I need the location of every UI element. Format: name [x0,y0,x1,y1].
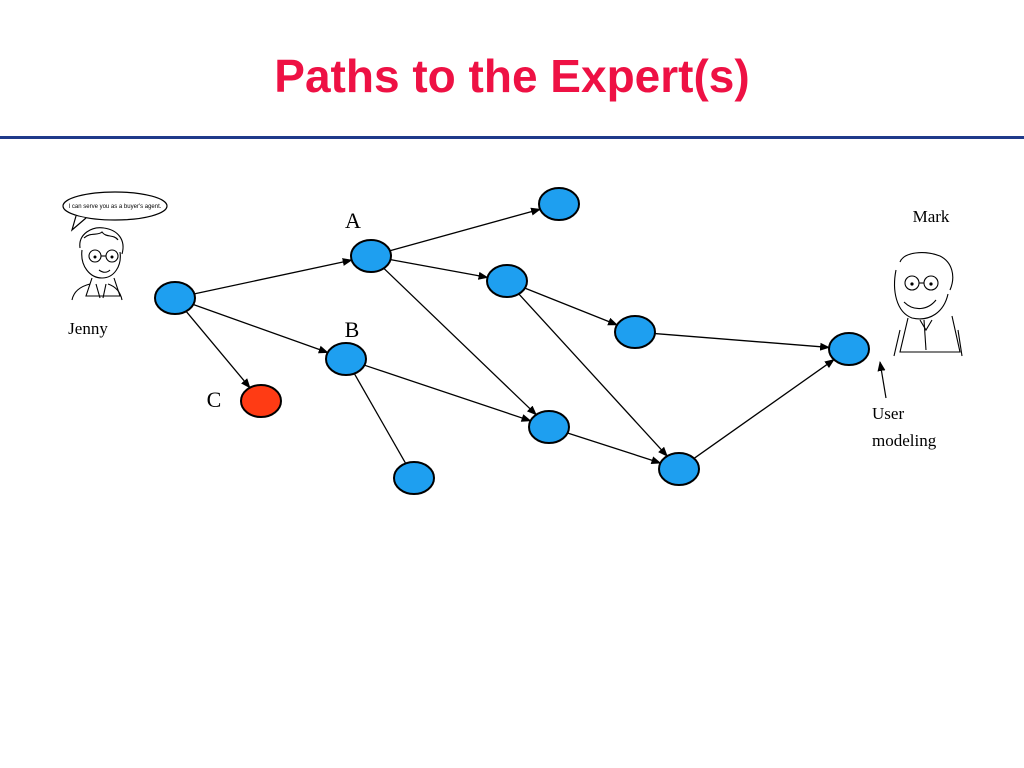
nodes-layer [154,187,870,495]
node-jenny-node [154,281,196,315]
user-modeling-arrow [877,361,887,399]
edge-mid2-to-mark_node [654,332,831,351]
edge-jenny_node-to-C [185,310,251,389]
node-B [325,342,367,376]
edge-A-to-top [389,207,542,252]
node-bottom [393,461,435,495]
edge-lower2-to-mark_node [693,359,835,459]
edge-mid1-to-lower2 [518,293,668,457]
edge-B-to-lower1 [364,364,532,422]
node-mark-node [828,332,870,366]
edge-jenny_node-to-B [193,303,329,354]
node-c-label: C [207,387,222,412]
mark-cartoon-icon [893,252,963,357]
node-b-label: B [345,317,360,342]
jenny-cartoon-icon: I can serve you as a buyer's agent. [62,191,168,301]
edges-layer [185,207,835,465]
edge-jenny_node-to-A [194,258,353,295]
mark-label: Mark [913,207,950,226]
edge-A-to-lower1 [383,267,537,416]
user-modeling-label-line1: User [872,404,904,423]
node-lower1 [528,410,570,444]
speech-bubble: I can serve you as a buyer's agent. [62,191,168,232]
edge-mid1-to-mid2 [524,287,619,326]
edge-A-to-mid1 [390,258,489,280]
node-mid1 [486,264,528,298]
node-lower2 [658,452,700,486]
node-C [240,384,282,418]
user-modeling-label-line2: modeling [872,431,937,450]
jenny-label: Jenny [68,319,108,338]
node-mid2 [614,315,656,349]
node-top [538,187,580,221]
title-divider [0,136,1024,139]
edge-lower1-to-lower2 [567,432,662,465]
edge-B-to-bottom [353,373,407,464]
node-a-label: A [345,208,361,233]
speech-bubble-text: I can serve you as a buyer's agent. [69,204,162,210]
slide-title: Paths to the Expert(s) [274,50,750,102]
node-A [350,239,392,273]
